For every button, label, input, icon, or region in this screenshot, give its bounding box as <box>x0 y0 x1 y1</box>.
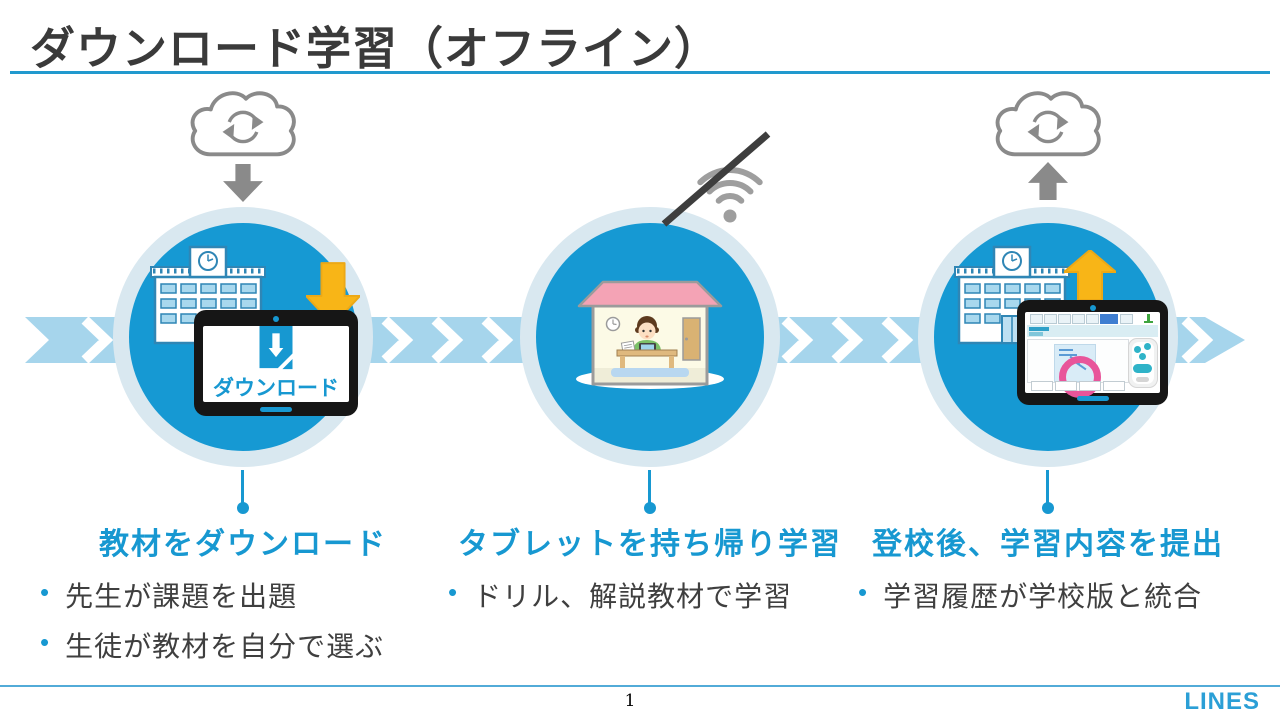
step1-bullet-1: • 先生が課題を出題 <box>40 575 297 615</box>
score-mark-icon <box>1147 314 1150 323</box>
cloud-sync-icon <box>995 91 1101 157</box>
title-underline <box>10 71 1270 74</box>
tablet-camera-icon <box>273 316 279 322</box>
step1-bullet-2: • 生徒が教材を自分で選ぶ <box>40 625 384 665</box>
step3-connector-dot <box>1042 502 1054 514</box>
tablet-download-icon: ダウンロード <box>194 310 358 416</box>
step3-heading: 登校後、学習内容を提出 <box>872 528 1224 561</box>
bullet-text: 生徒が教材を自分で選ぶ <box>65 631 385 662</box>
step1-connector <box>241 470 244 504</box>
tablet-screen: ダウンロード <box>203 326 349 402</box>
answer-choice <box>1055 381 1077 391</box>
company-logo: LINES <box>1184 688 1260 715</box>
bullet-dot: • <box>40 577 51 607</box>
bullet-dot: • <box>40 627 51 657</box>
house-roof <box>577 280 723 308</box>
footer-divider <box>0 685 1280 687</box>
step2-bullet-1: • ドリル、解説教材で学習 <box>448 575 792 615</box>
yellow-upload-arrow-icon <box>1064 250 1116 300</box>
gray-download-arrow-icon <box>223 164 263 202</box>
tablet-app-icon <box>1017 300 1168 405</box>
bullet-text: 学習履歴が学校版と統合 <box>883 581 1203 612</box>
door <box>682 317 701 361</box>
active-tab <box>1100 314 1118 324</box>
step2-heading: タブレットを持ち帰り学習 <box>458 528 842 561</box>
home-study-icon <box>576 280 724 389</box>
cloud-sync-icon <box>190 91 296 157</box>
answer-choice <box>1031 381 1053 391</box>
step2-connector-dot <box>644 502 656 514</box>
bullet-text: ドリル、解説教材で学習 <box>473 581 793 612</box>
bullet-dot: • <box>858 577 869 607</box>
step1-connector-dot <box>237 502 249 514</box>
answer-choice <box>1103 381 1125 391</box>
gray-upload-arrow-icon <box>1028 161 1068 201</box>
tablet-download-label: ダウンロード <box>213 377 339 400</box>
step1-heading: 教材をダウンロード <box>99 528 387 561</box>
step3-connector <box>1046 470 1049 504</box>
tablet-home-button <box>260 407 292 412</box>
step3-bullet-1: • 学習履歴が学校版と統合 <box>858 575 1202 615</box>
tablet-app-screen <box>1025 312 1160 398</box>
step2-connector <box>648 470 651 504</box>
answer-controller <box>1128 338 1158 388</box>
tablet-camera-icon <box>1089 305 1096 311</box>
answer-choice <box>1079 381 1101 391</box>
wifi-off-icon <box>661 131 771 227</box>
bullet-dot: • <box>448 577 459 607</box>
app-header-bar <box>1027 325 1158 337</box>
rug <box>611 368 689 377</box>
tablet-home-button <box>1076 396 1109 401</box>
page-number: 1 <box>624 691 636 711</box>
download-document-icon <box>259 326 293 370</box>
study-table <box>616 349 678 357</box>
correct-circle-mark-icon <box>1059 356 1101 398</box>
bullet-text: 先生が課題を出題 <box>65 581 298 612</box>
page-title: ダウンロード学習（オフライン） <box>30 23 721 74</box>
